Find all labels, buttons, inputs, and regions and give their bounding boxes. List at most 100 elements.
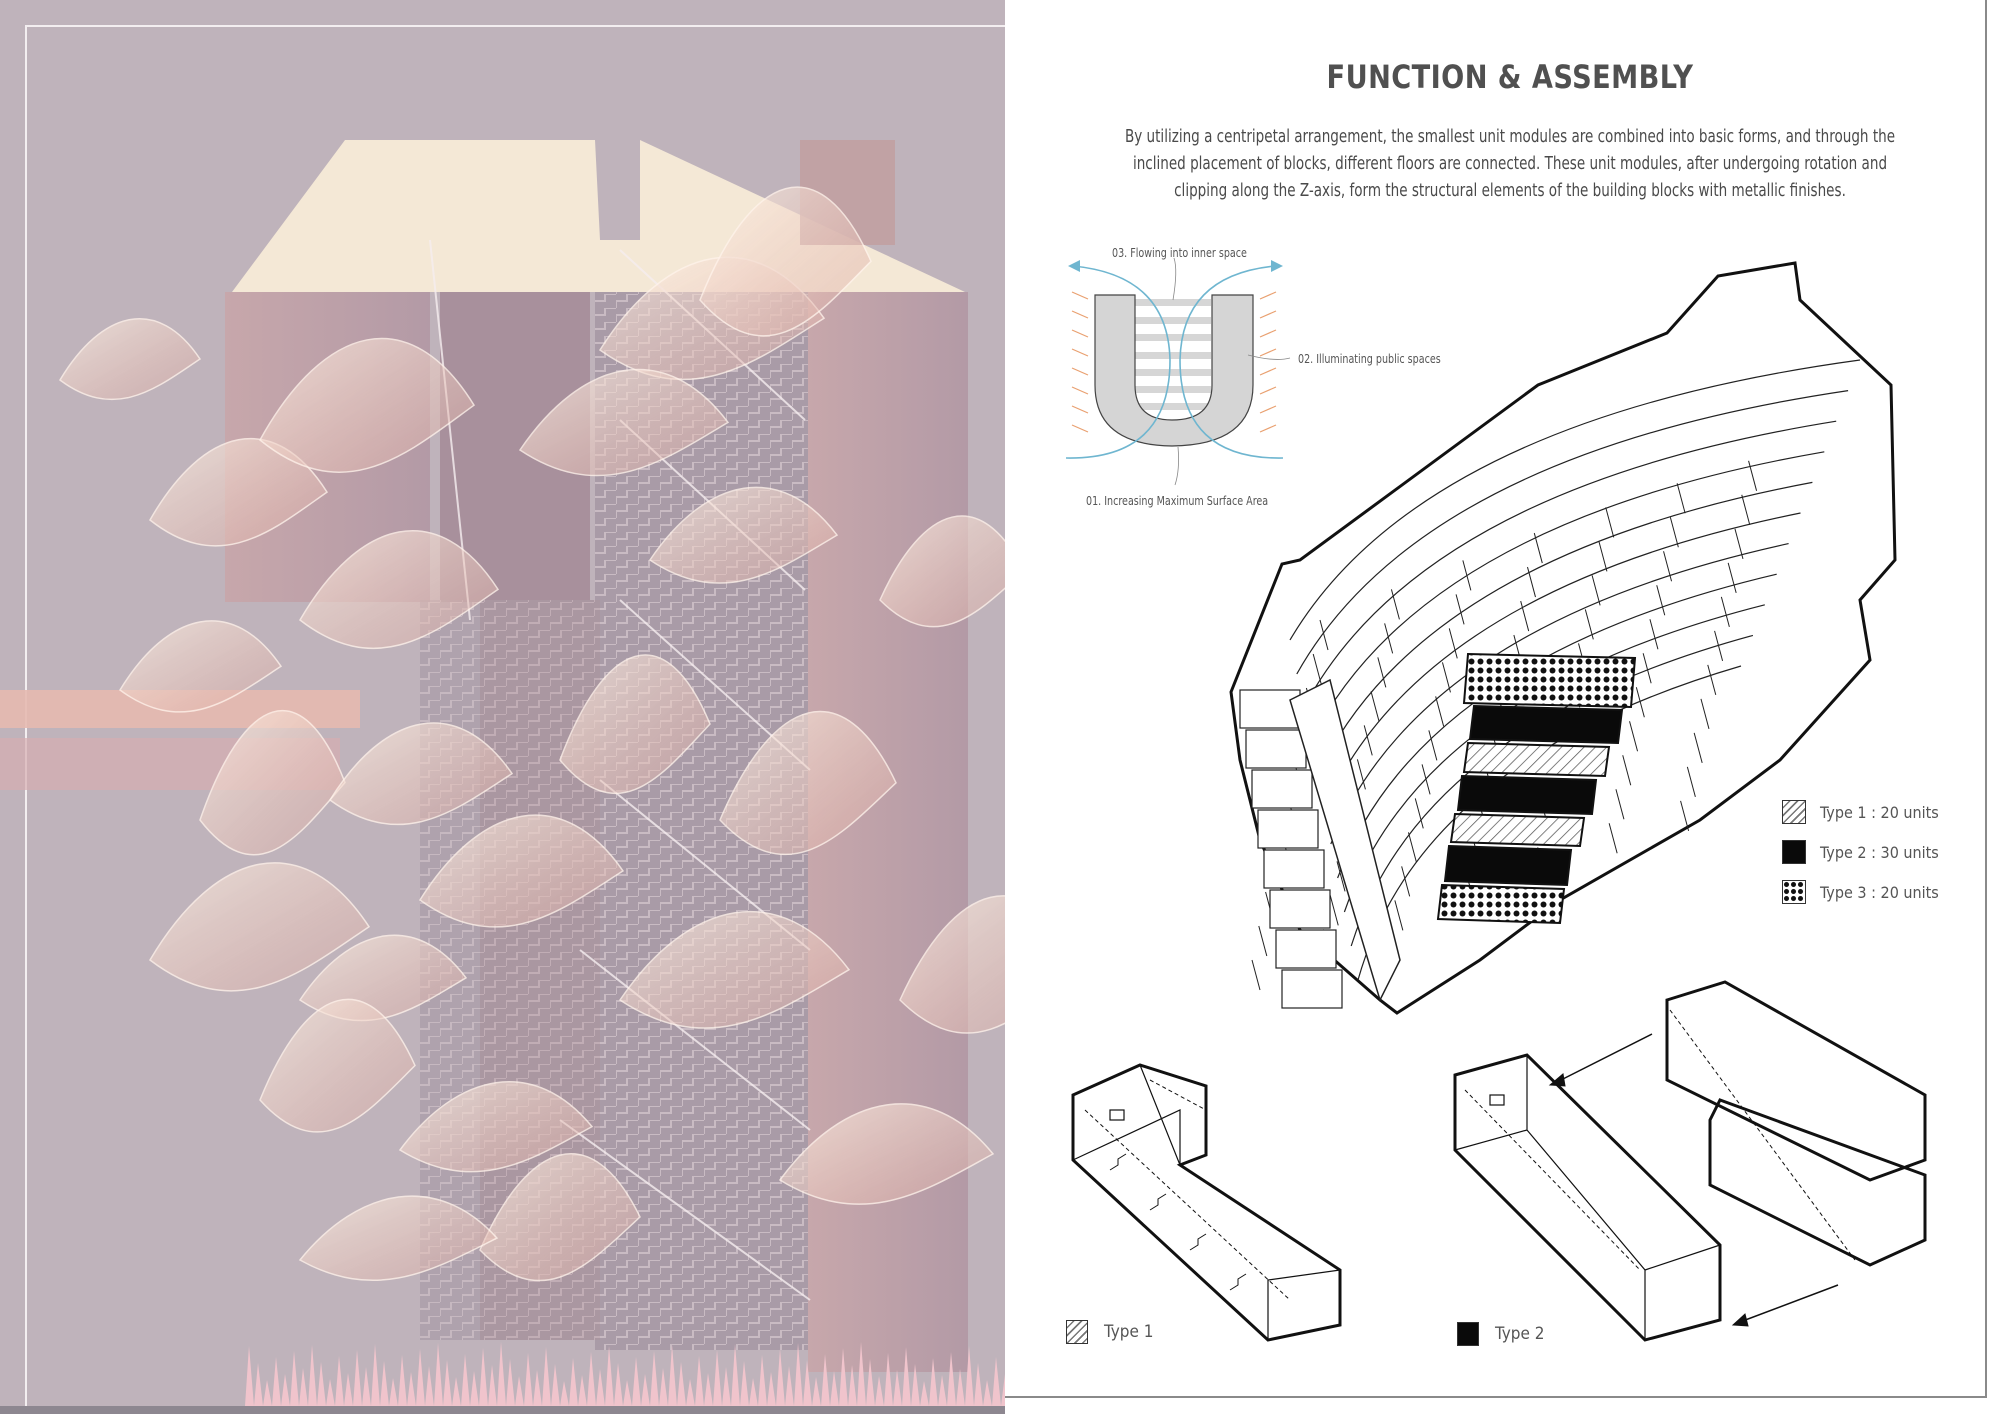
page-border	[1005, 1396, 1987, 1398]
grass-blade	[515, 1376, 524, 1406]
grass-blade	[407, 1372, 416, 1406]
grass-blade	[434, 1343, 443, 1406]
dots-swatch-icon	[1782, 880, 1806, 904]
grass-blade	[641, 1374, 650, 1406]
grass-blade	[857, 1342, 866, 1406]
grass-blade	[596, 1369, 605, 1406]
grass-blade	[578, 1375, 587, 1406]
grass-blade	[371, 1344, 380, 1406]
grass-blade	[488, 1365, 497, 1406]
grass-blade	[767, 1372, 776, 1406]
ribbon-shape	[418, 814, 625, 928]
ribbon-shape	[328, 722, 514, 826]
grass-blade	[272, 1357, 281, 1406]
grass-blade	[560, 1381, 569, 1406]
grass-blade	[650, 1351, 659, 1406]
grass-blade	[866, 1359, 875, 1406]
grass-blade	[344, 1373, 353, 1406]
grass-blade	[443, 1360, 452, 1406]
grass-blade	[965, 1346, 974, 1406]
ribbon-shape	[259, 337, 476, 473]
grass-blade	[848, 1365, 857, 1406]
grass-blade	[533, 1370, 542, 1406]
ribbon-shape	[778, 1103, 995, 1205]
grass-blade	[623, 1380, 632, 1406]
ribbon-shape	[149, 438, 329, 547]
grass-blade	[677, 1362, 686, 1406]
type2-text: Type 2	[1495, 1324, 1545, 1344]
grass-blade	[335, 1356, 344, 1406]
grass-blade	[326, 1379, 335, 1406]
grass-blade	[731, 1344, 740, 1406]
function-assembly-panel	[1005, 0, 2000, 1414]
description-text: By utilizing a centripetal arrangement, …	[1124, 127, 1896, 201]
module-type2-label: Type 2	[1457, 1322, 1544, 1346]
page-title: FUNCTION & ASSEMBLY	[1326, 58, 1694, 96]
grass-blade	[425, 1366, 434, 1406]
ribbon-shape	[59, 318, 202, 401]
label-flowing-inner-space: 03. Flowing into inner space	[1112, 245, 1247, 260]
grass-blade	[875, 1376, 884, 1406]
grass-blade	[956, 1369, 965, 1406]
grass-blade	[389, 1378, 398, 1406]
legend-label: Type 1 : 20 units	[1820, 802, 1939, 822]
grass-blade	[686, 1379, 695, 1406]
building-rendering	[0, 0, 1005, 1414]
grass-blade	[380, 1361, 389, 1406]
ribbon-shape	[648, 486, 839, 584]
grass-blade	[983, 1380, 992, 1406]
ribbon-shape	[719, 710, 897, 856]
hatch-swatch-icon	[1782, 800, 1806, 824]
black-swatch-icon	[1782, 840, 1806, 864]
ribbon-shape	[298, 1195, 499, 1281]
legend-type3: Type 3 : 20 units	[1782, 880, 1939, 904]
grass-blade	[938, 1375, 947, 1406]
grass-blade	[317, 1362, 326, 1406]
grass-blade	[929, 1358, 938, 1406]
grass-blade	[749, 1378, 758, 1406]
grass-blade	[1001, 1374, 1005, 1406]
grass-blade	[920, 1381, 929, 1406]
black-swatch-icon	[1457, 1322, 1479, 1346]
grass-blade	[362, 1367, 371, 1406]
grass-blade	[758, 1355, 767, 1406]
legend-label: Type 2 : 30 units	[1820, 842, 1939, 862]
grass-blade	[632, 1357, 641, 1406]
grass-blade	[497, 1342, 506, 1406]
grass-blade	[902, 1347, 911, 1406]
grass-blade	[911, 1364, 920, 1406]
grass-blade	[803, 1360, 812, 1406]
grass-blade	[506, 1359, 515, 1406]
grass-blade	[308, 1345, 317, 1406]
grass-blade	[479, 1348, 488, 1406]
grass-blade	[740, 1361, 749, 1406]
grass-blade	[704, 1373, 713, 1406]
grass-blade	[290, 1351, 299, 1406]
grass-blade	[470, 1371, 479, 1406]
grass-blade	[785, 1366, 794, 1406]
label-illuminating-public-spaces: 02. Illuminating public spaces	[1298, 351, 1441, 366]
legend-type1: Type 1 : 20 units	[1782, 800, 1939, 824]
ribbon-shape	[199, 709, 346, 856]
grass-blade	[542, 1347, 551, 1406]
legend-label: Type 3 : 20 units	[1820, 882, 1939, 902]
page-border	[1985, 0, 1987, 1398]
grass-blade	[605, 1346, 614, 1406]
grass-blade	[713, 1350, 722, 1406]
grass-blade	[668, 1345, 677, 1406]
grass-blade	[947, 1352, 956, 1406]
grass-blade	[794, 1343, 803, 1406]
ribbon-shape	[559, 654, 711, 794]
ribbon-shape	[618, 910, 851, 1029]
hatch-swatch-icon	[1066, 1320, 1088, 1344]
grass-blade	[695, 1356, 704, 1406]
module-type1-label: Type 1	[1066, 1320, 1153, 1344]
grass-blade	[461, 1354, 470, 1406]
grass-blade	[974, 1363, 983, 1406]
grass-blade	[722, 1367, 731, 1406]
ribbon-shape	[299, 530, 500, 649]
grass-blade	[839, 1348, 848, 1406]
ribbon-shape	[699, 186, 872, 337]
grass-blade	[587, 1352, 596, 1406]
grass-blade	[398, 1355, 407, 1406]
